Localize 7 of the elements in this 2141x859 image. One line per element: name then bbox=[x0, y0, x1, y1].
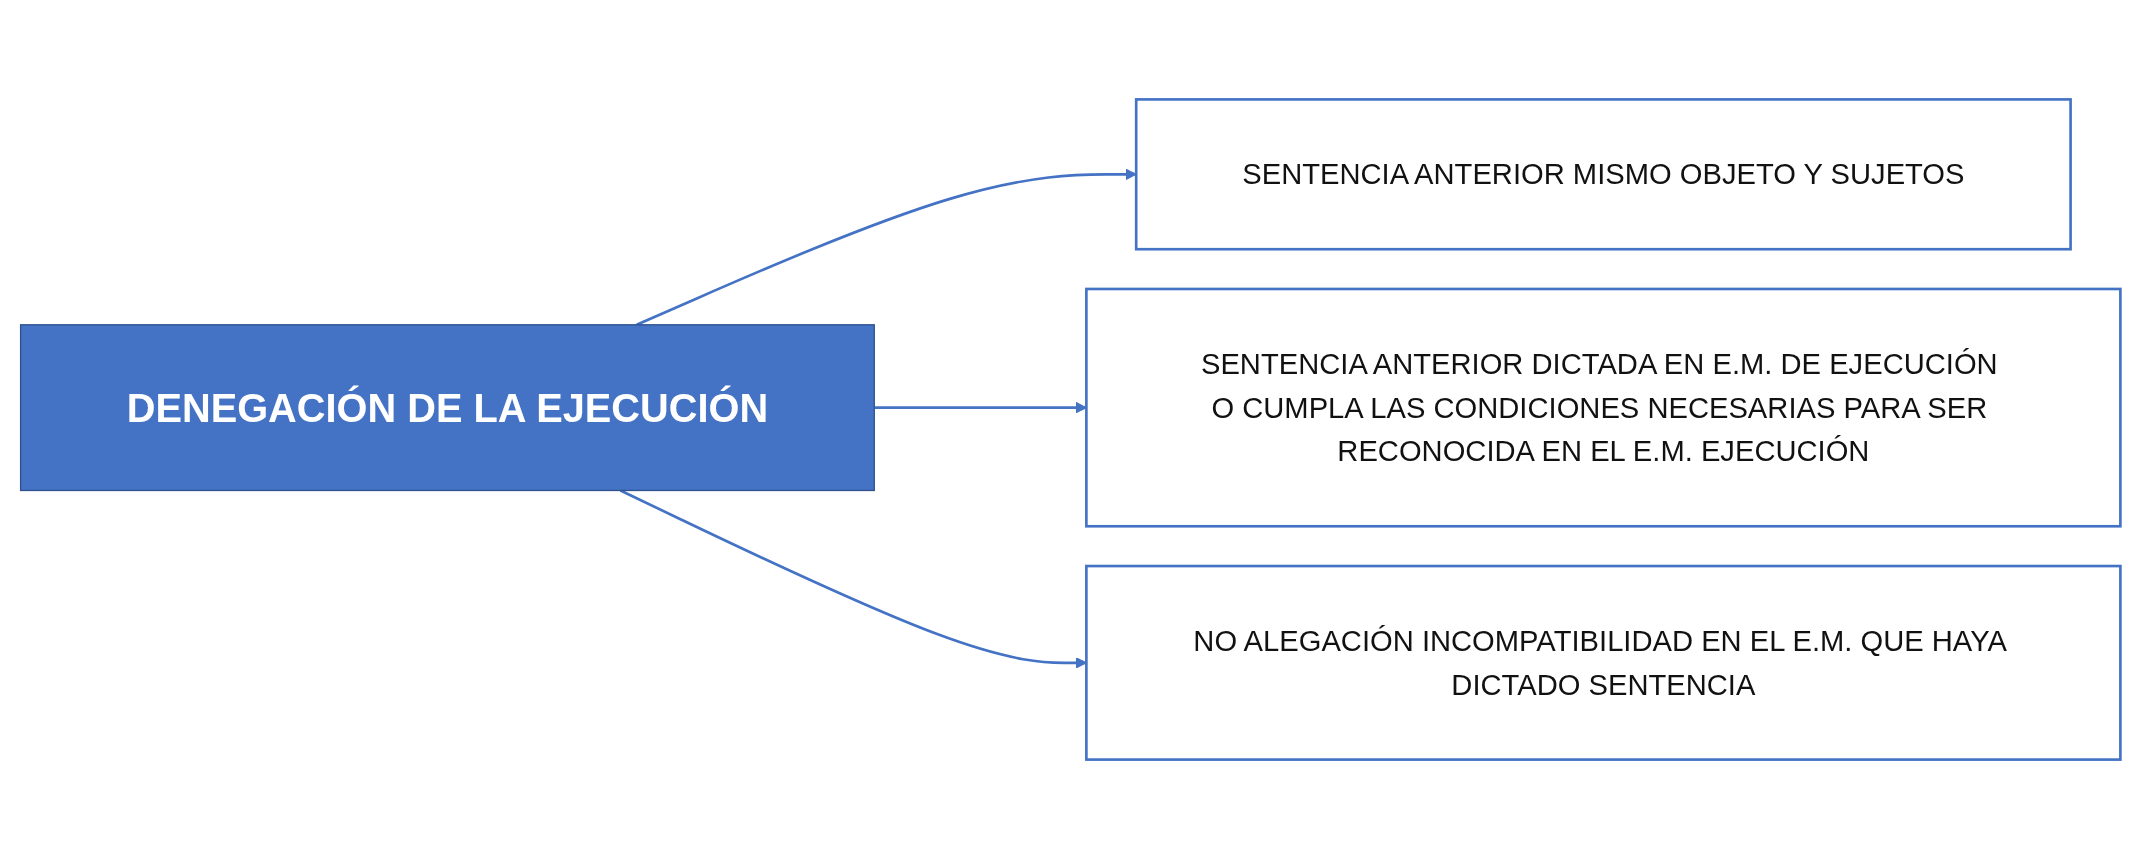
arrow bbox=[874, 401, 1087, 414]
node-box: SENTENCIA ANTERIOR MISMO OBJETO Y SUJETOS bbox=[1134, 98, 2072, 251]
arrow bbox=[636, 168, 1137, 326]
node-box: SENTENCIA ANTERIOR DICTADA EN E.M. DE EJECUCIÓN O CUMPLA LAS CONDICIONES NECESARIAS PARA SER RECONOCIDA EN EL E.M. EJECUCIÓN bbox=[1085, 287, 2122, 528]
node-box: DENEGACIÓN DE LA EJECUCIÓN bbox=[19, 324, 875, 492]
arrow bbox=[619, 489, 1087, 669]
node-box: NO ALEGACIÓN INCOMPATIBILIDAD EN EL E.M. QUE HAYA DICTADO SENTENCIA bbox=[1085, 564, 2122, 761]
